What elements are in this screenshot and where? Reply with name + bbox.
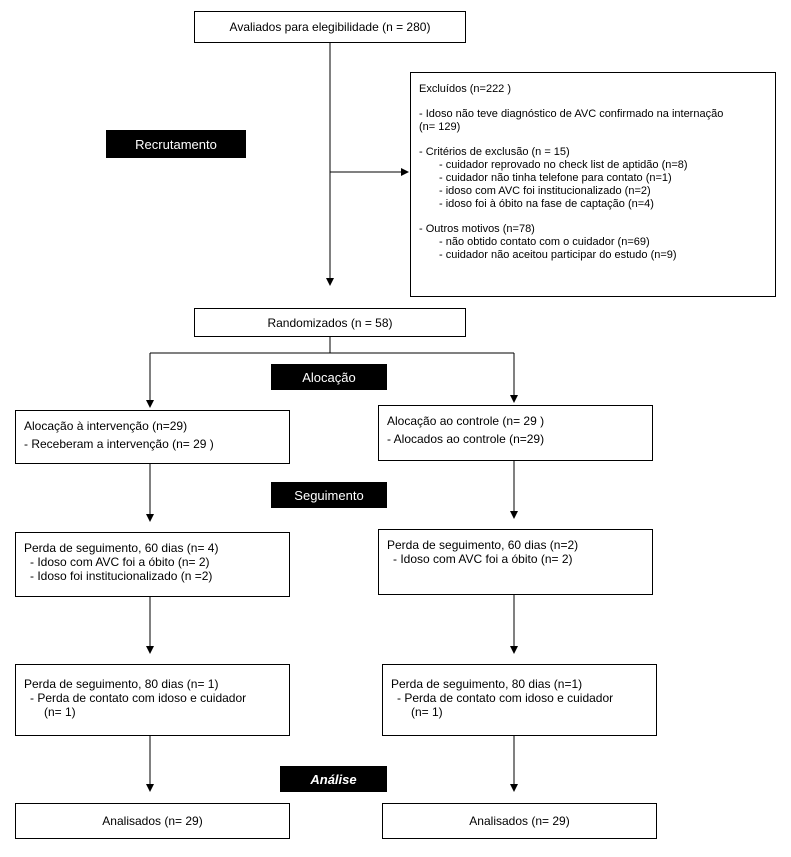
intervention-loss-80-box: Perda de seguimento, 80 dias (n= 1) - Pe…: [15, 664, 290, 736]
loss-60-item: - Idoso com AVC foi a óbito (n= 2): [30, 555, 210, 569]
followup-label: Seguimento: [271, 482, 387, 508]
followup-label-text: Seguimento: [294, 487, 364, 503]
loss-60-item: - Idoso com AVC foi a óbito (n= 2): [393, 552, 573, 566]
loss-60-item: - Idoso foi institucionalizado (n =2): [30, 569, 213, 583]
excluded-box: Excluídos (n=222 ) - Idoso não teve diag…: [410, 72, 776, 297]
loss-80-item: - Perda de contato com idoso e cuidador: [397, 691, 614, 705]
loss-80-item-n: (n= 1): [44, 705, 76, 719]
allocation-label-text: Alocação: [302, 369, 356, 385]
criteria-item: - cuidador reprovado no check list de ap…: [439, 159, 688, 171]
intervention-analyzed-text: Analisados (n= 29): [102, 814, 203, 828]
loss-80-title: Perda de seguimento, 80 dias (n=1): [391, 677, 583, 691]
eligibility-box: Avaliados para elegibilidade (n = 280): [194, 11, 466, 43]
loss-80-item-n: (n= 1): [411, 705, 443, 719]
control-analyzed-text: Analisados (n= 29): [469, 814, 570, 828]
intervention-allocation-title: Alocação à intervenção (n=29): [24, 419, 188, 433]
control-allocation-box: Alocação ao controle (n= 29 ) - Alocados…: [378, 405, 653, 461]
loss-60-title: Perda de seguimento, 60 dias (n= 4): [24, 541, 219, 555]
allocation-label: Alocação: [271, 364, 387, 390]
excluded-title: Excluídos (n=222 ): [419, 83, 512, 95]
intervention-loss-60-box: Perda de seguimento, 60 dias (n= 4) - Id…: [15, 532, 290, 597]
criteria-item: - cuidador não tinha telefone para conta…: [439, 172, 672, 184]
excluded-no-diagnosis: - Idoso não teve diagnóstico de AVC conf…: [419, 108, 724, 120]
other-item: - cuidador não aceitou participar do est…: [439, 249, 677, 261]
randomized-box: Randomizados (n = 58): [194, 308, 466, 337]
intervention-received: - Receberam a intervenção (n= 29 ): [24, 437, 214, 451]
control-allocation-title: Alocação ao controle (n= 29 ): [387, 414, 545, 428]
control-loss-80-box: Perda de seguimento, 80 dias (n=1) - Per…: [382, 664, 657, 736]
control-analyzed-box: Analisados (n= 29): [382, 803, 657, 839]
recruitment-label-text: Recrutamento: [135, 136, 217, 152]
loss-60-title: Perda de seguimento, 60 dias (n=2): [387, 538, 579, 552]
intervention-analyzed-box: Analisados (n= 29): [15, 803, 290, 839]
analysis-label-text: Análise: [310, 771, 357, 787]
excluded-other: - Outros motivos (n=78): [419, 223, 535, 235]
recruitment-label: Recrutamento: [106, 130, 246, 158]
control-allocated: - Alocados ao controle (n=29): [387, 432, 545, 446]
loss-80-item: - Perda de contato com idoso e cuidador: [30, 691, 247, 705]
other-item: - não obtido contato com o cuidador (n=6…: [439, 236, 650, 248]
excluded-no-diagnosis-n: (n= 129): [419, 121, 461, 133]
randomized-text: Randomizados (n = 58): [267, 315, 393, 330]
excluded-criteria: - Critérios de exclusão (n = 15): [419, 146, 570, 158]
criteria-item: - idoso foi à óbito na fase de captação …: [439, 198, 654, 210]
intervention-allocation-box: Alocação à intervenção (n=29) - Recebera…: [15, 410, 290, 464]
analysis-label: Análise: [280, 766, 387, 792]
control-loss-60-box: Perda de seguimento, 60 dias (n=2) - Ido…: [378, 529, 653, 595]
eligibility-text: Avaliados para elegibilidade (n = 280): [229, 20, 431, 34]
criteria-item: - idoso com AVC foi institucionalizado (…: [439, 185, 651, 197]
loss-80-title: Perda de seguimento, 80 dias (n= 1): [24, 677, 219, 691]
